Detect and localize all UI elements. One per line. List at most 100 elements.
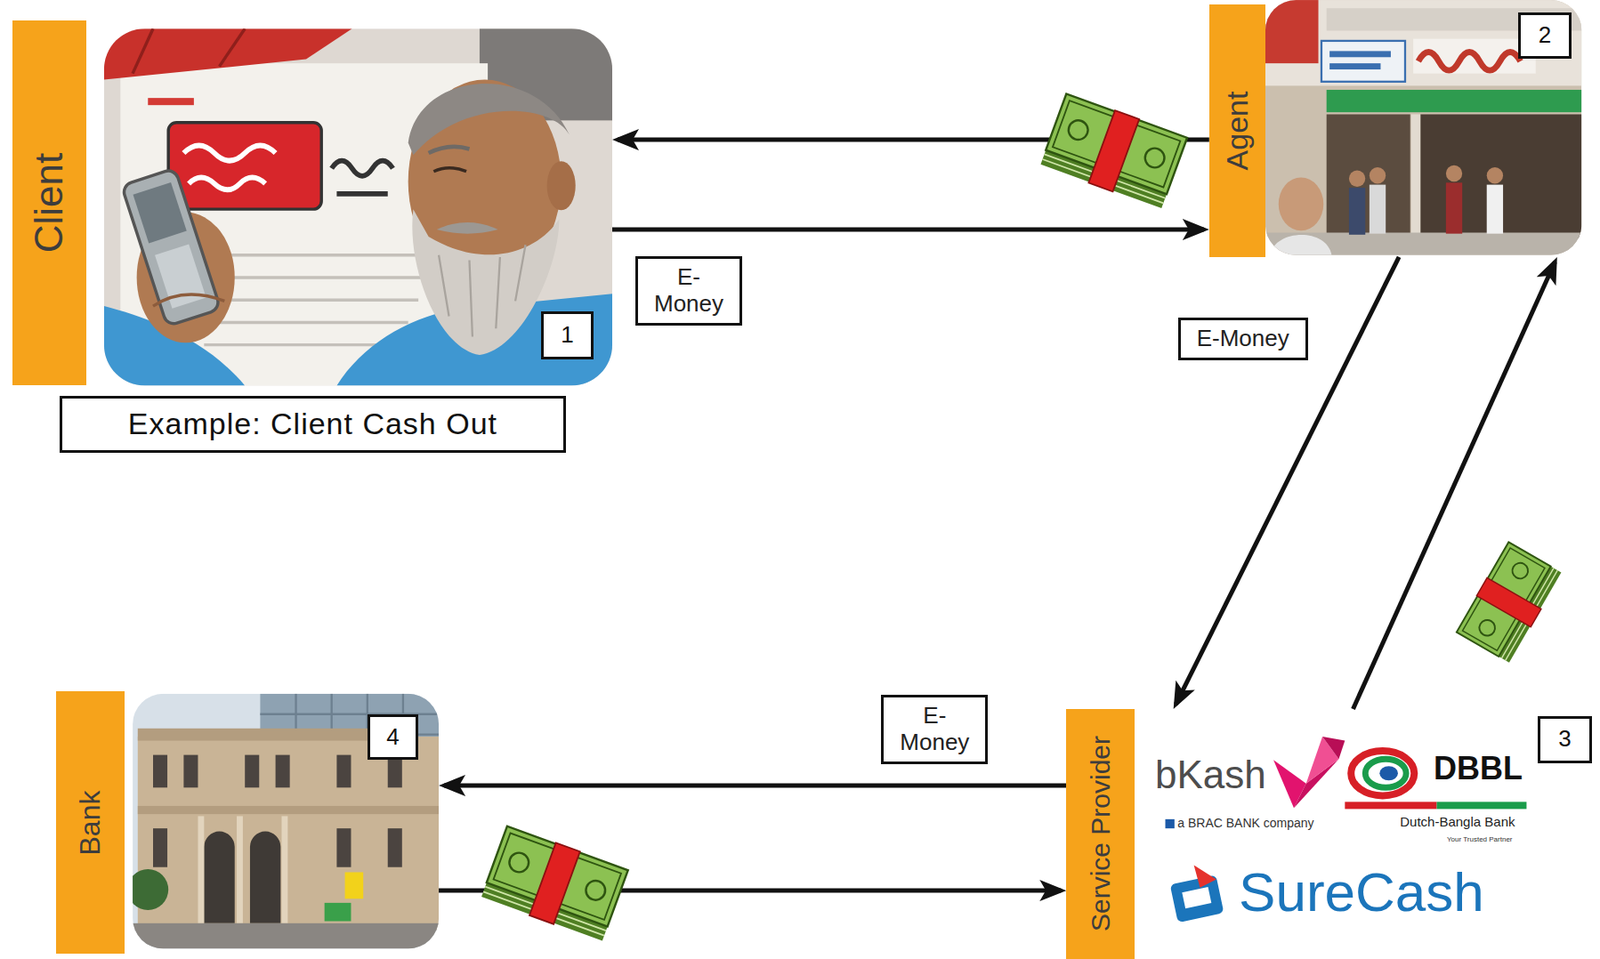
dbbl-logo xyxy=(1350,751,1415,796)
dbbl-logo xyxy=(1365,759,1407,788)
callout-number: 3 xyxy=(1558,726,1571,753)
dbbl-logo xyxy=(1344,801,1437,809)
client-photo xyxy=(433,168,467,172)
bank-photo xyxy=(153,828,168,868)
agent-photo xyxy=(1265,233,1582,256)
client-photo xyxy=(121,168,221,327)
agent-photo xyxy=(1413,39,1536,74)
logo-tagline: Your Trusted Partner xyxy=(1446,836,1513,844)
callout-number: 4 xyxy=(386,724,399,752)
flow-arrow xyxy=(1175,257,1399,705)
agent-photo xyxy=(1369,185,1386,235)
client-photo xyxy=(331,161,394,194)
bank-photo xyxy=(132,694,439,950)
client-photo xyxy=(154,243,207,308)
agent-photo xyxy=(1486,167,1504,184)
dbbl-logo xyxy=(1437,801,1528,809)
agent-photo xyxy=(1446,165,1463,182)
bkash-logo xyxy=(1322,736,1345,760)
bank-photo xyxy=(197,816,204,923)
bank-photo xyxy=(236,816,243,923)
bank-photo xyxy=(153,755,168,789)
surecash-logo xyxy=(1181,887,1212,909)
client-photo xyxy=(121,168,221,327)
edge-label: E-Money xyxy=(1196,325,1290,353)
bank-photo xyxy=(132,923,439,950)
logo-tagline: a BRAC BANK company xyxy=(1177,816,1314,830)
client-photo xyxy=(412,209,559,356)
bank-photo xyxy=(137,806,439,815)
client-photo xyxy=(132,28,154,73)
edge-label-box: E-Money xyxy=(880,694,988,765)
surecash-logo xyxy=(1194,864,1217,888)
bank-photo xyxy=(275,755,291,789)
example-box: Example: Client Cash Out xyxy=(59,395,567,453)
client-photo xyxy=(428,146,470,154)
label-band: Agent xyxy=(1209,4,1266,258)
callout-number: 1 xyxy=(560,322,574,349)
dbbl-logo xyxy=(1344,751,1527,809)
edge-label-box: E-Money xyxy=(635,256,743,326)
agent-photo xyxy=(1326,89,1583,113)
agent-photo xyxy=(1326,113,1411,239)
agent-photo xyxy=(1349,170,1366,187)
client-photo xyxy=(219,28,246,66)
agent-photo xyxy=(1265,0,1582,256)
surecash-logo xyxy=(1170,864,1225,923)
client-photo xyxy=(168,122,322,210)
client-photo xyxy=(153,294,225,307)
cash-stack xyxy=(1040,92,1188,210)
client-photo xyxy=(203,321,408,324)
actor-panel: Client 1 xyxy=(12,20,613,387)
client-photo xyxy=(547,161,576,211)
agent-photo xyxy=(1486,185,1504,235)
client-photo xyxy=(183,145,275,190)
agent-photo xyxy=(1411,113,1421,239)
callout-number: 2 xyxy=(1518,12,1572,60)
bank-photo xyxy=(132,869,169,911)
agent-photo xyxy=(1265,0,1582,256)
bkash-logo xyxy=(1273,759,1307,809)
client-photo xyxy=(438,244,526,337)
agent-photo xyxy=(1265,0,1319,64)
bank-photo xyxy=(324,903,352,922)
agent-photo xyxy=(1329,63,1381,70)
flow-arrow xyxy=(444,783,1067,788)
cash-stack xyxy=(481,825,629,943)
bank-photo xyxy=(132,694,439,950)
client-photo xyxy=(104,28,353,80)
client-photo xyxy=(436,222,499,235)
label-band: Client xyxy=(12,20,88,387)
agent-photo xyxy=(1420,113,1582,239)
actor-label: Client xyxy=(30,153,70,254)
actor-panel: Agent 2 xyxy=(1209,4,1583,258)
actor-label: Service Provider xyxy=(1087,735,1115,932)
bank-photo xyxy=(137,736,439,931)
bank-photo xyxy=(183,755,198,789)
label-band: Bank xyxy=(56,691,125,954)
callout-number: 2 xyxy=(1538,22,1552,49)
callout-number: 1 xyxy=(541,311,595,360)
flow-arrow xyxy=(1353,261,1556,710)
surecash-logo xyxy=(1170,874,1225,923)
client-photo xyxy=(408,83,570,155)
edge-label-box: E-Money xyxy=(1178,317,1309,361)
agent-photo xyxy=(1265,0,1582,86)
callout-number: 4 xyxy=(367,714,419,761)
bank-photo xyxy=(336,828,351,868)
agent-photo xyxy=(1349,187,1366,235)
actor-panel: Service Provider 3 xyxy=(1066,709,1592,959)
client-photo xyxy=(203,253,429,257)
agent-photo xyxy=(1418,52,1521,72)
callout-number: 3 xyxy=(1537,716,1592,764)
bank-photo xyxy=(345,872,364,899)
bank-photo xyxy=(281,816,288,923)
edge-label: E-Money xyxy=(654,264,724,318)
dbbl-logo xyxy=(1379,766,1398,781)
bank-photo xyxy=(137,728,378,742)
agent-photo xyxy=(1270,234,1333,256)
label-band: Service Provider xyxy=(1066,709,1135,959)
client-photo xyxy=(203,275,429,279)
bkash-logo xyxy=(1165,819,1175,829)
